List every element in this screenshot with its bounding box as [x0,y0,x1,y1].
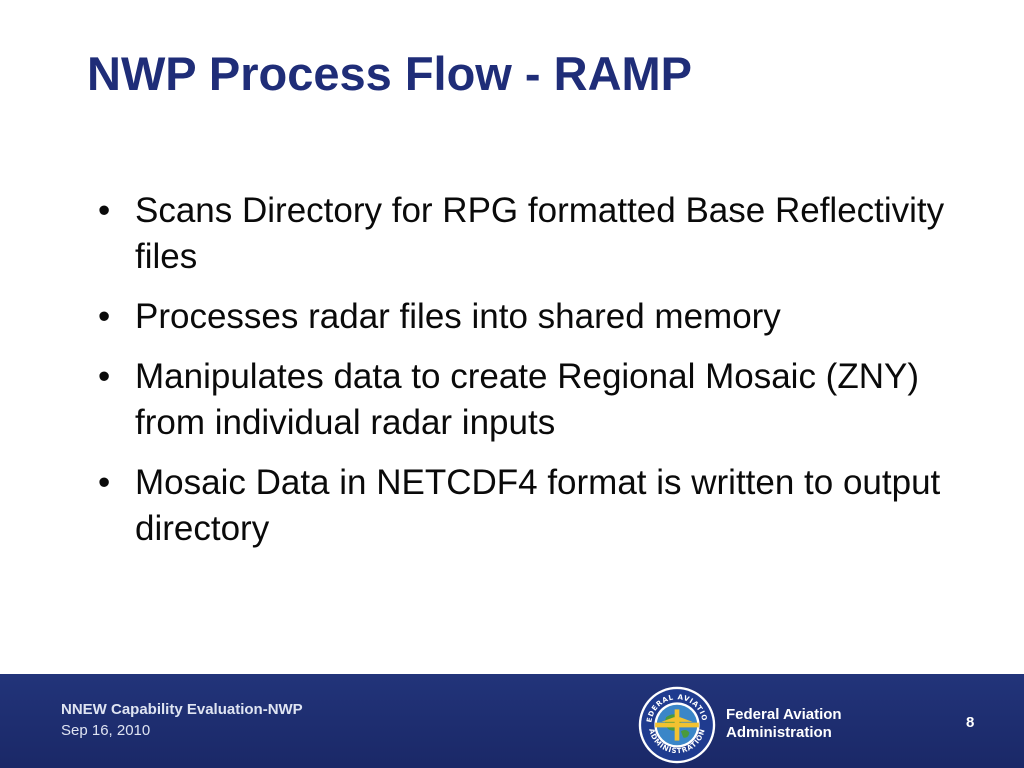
bullet-marker: • [98,297,111,336]
bullet-item: • Manipulates data to create Regional Mo… [98,354,958,446]
slide-footer: NNEW Capability Evaluation-NWP Sep 16, 2… [0,674,1024,768]
bullet-text: Manipulates data to create Regional Mosa… [135,357,919,442]
footer-title: NNEW Capability Evaluation-NWP [61,701,303,718]
bullet-text: Scans Directory for RPG formatted Base R… [135,191,945,276]
bullet-item: • Processes radar files into shared memo… [98,294,958,340]
bullet-list: • Scans Directory for RPG formatted Base… [98,188,958,566]
bullet-item: • Mosaic Data in NETCDF4 format is writt… [98,460,958,552]
bullet-item: • Scans Directory for RPG formatted Base… [98,188,958,280]
bullet-marker: • [98,463,111,502]
agency-name-line-1: Federal Aviation [726,706,842,723]
agency-name: Federal Aviation Administration [726,706,842,742]
bullet-marker: • [98,357,111,396]
faa-seal-icon: FEDERAL AVIATION ADMINISTRATION [638,686,716,764]
agency-name-line-2: Administration [726,724,832,741]
slide-title: NWP Process Flow - RAMP [87,47,693,100]
bullet-text: Mosaic Data in NETCDF4 format is written… [135,463,941,548]
page-number: 8 [966,714,975,731]
bullet-text: Processes radar files into shared memory [135,297,781,336]
footer-date: Sep 16, 2010 [61,722,151,739]
bullet-marker: • [98,191,111,230]
